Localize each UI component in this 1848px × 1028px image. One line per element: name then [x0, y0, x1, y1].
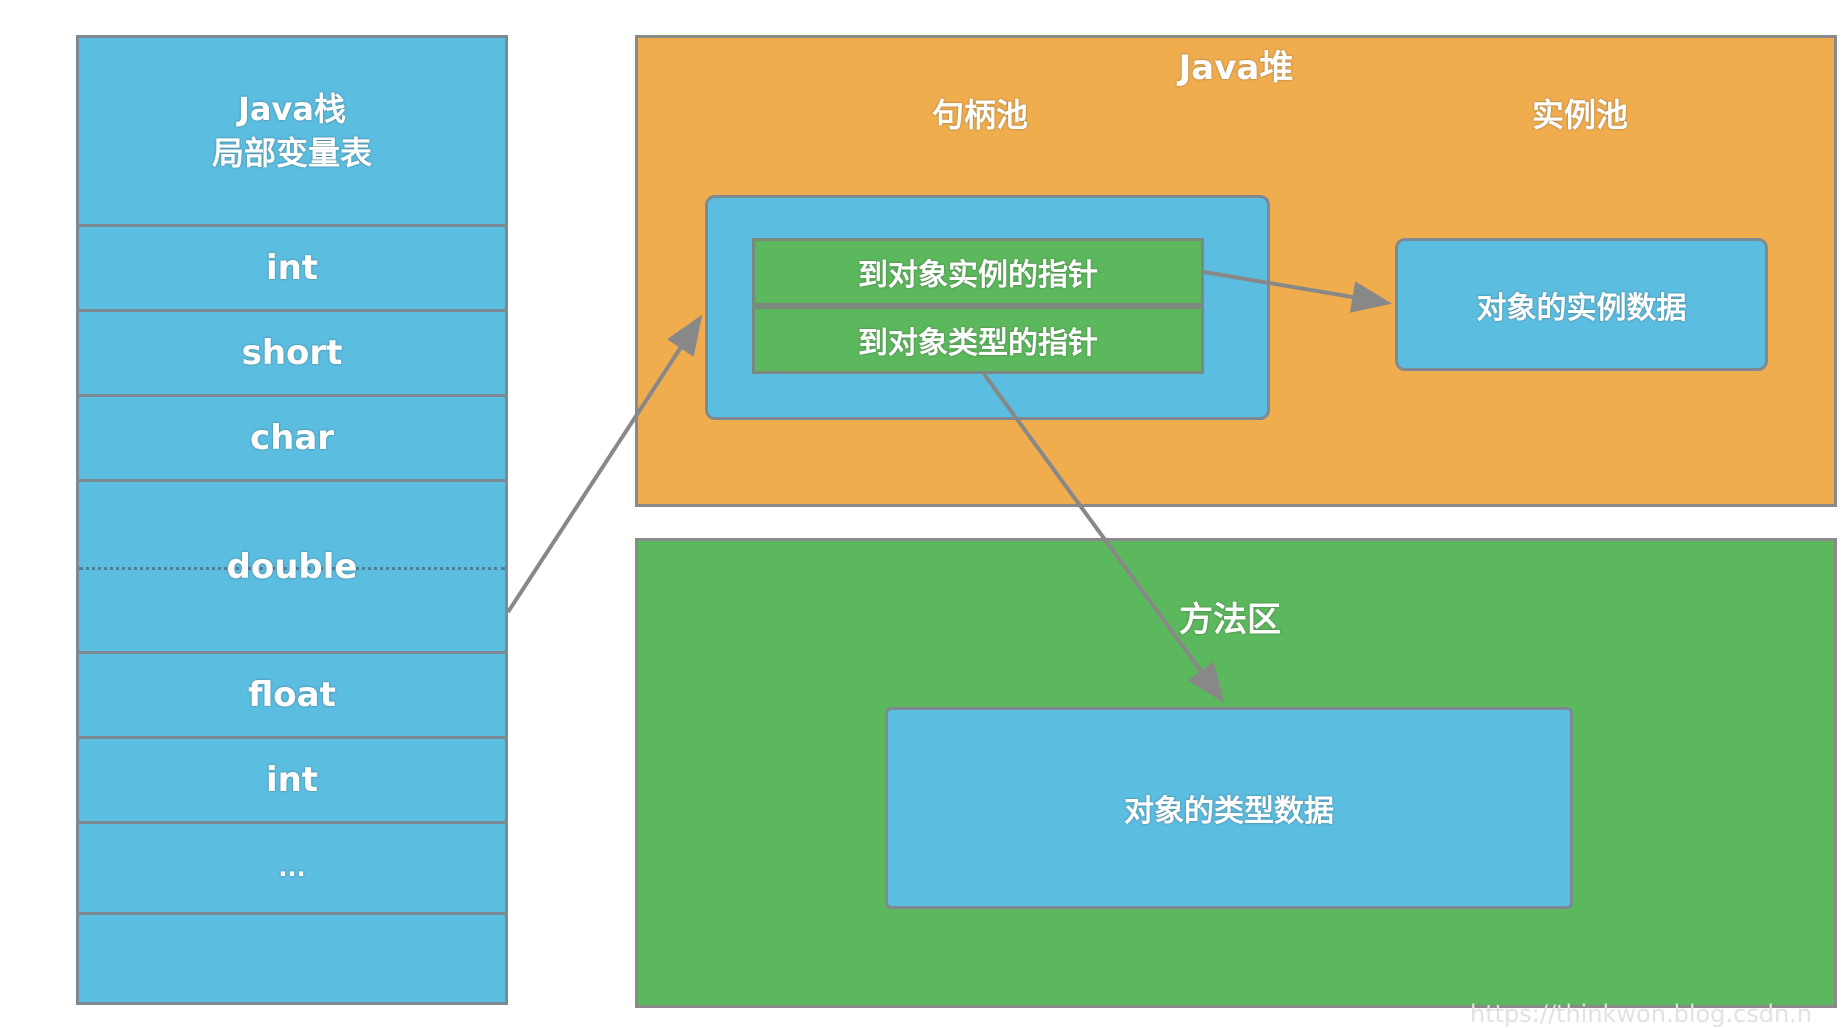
stack-header: Java栈 局部变量表 [76, 35, 508, 227]
pointer-to-instance: 到对象实例的指针 [752, 238, 1204, 306]
instance-pool-title: 实例池 [1531, 96, 1628, 134]
stack-cell-label: int [265, 760, 319, 800]
stack-cell-label: ... [278, 854, 306, 882]
arrow-instance-pointer-to-data [1203, 270, 1392, 313]
type-data-box: 对象的类型数据 [885, 707, 1573, 909]
arrow-stack-to-handle [506, 314, 703, 614]
stack-cell-label: short [241, 333, 343, 373]
stack-cell-label: double [226, 546, 358, 587]
local-variable-table-title: 局部变量表 [211, 134, 372, 172]
stack-cell: int [76, 224, 508, 312]
stack-title: Java栈 [238, 90, 346, 128]
stack-cell-double: double [76, 479, 508, 654]
slot-divider [79, 566, 505, 570]
watermark: https://thinkwon.blog.csdn.n [1470, 1000, 1813, 1028]
stack-cell-label: char [249, 418, 335, 458]
stack-cell-label: int [265, 248, 319, 288]
pointer-to-type: 到对象类型的指针 [752, 306, 1204, 374]
java-heap-title: Java堆 [1178, 48, 1294, 88]
stack-cell: float [76, 651, 508, 739]
instance-data-box: 对象的实例数据 [1395, 238, 1768, 371]
stack-cell [76, 912, 508, 1005]
method-area-title: 方法区 [1179, 600, 1281, 640]
arrow-type-pointer-to-method-area [982, 372, 1225, 704]
stack-cell: int [76, 736, 508, 824]
stack-cell-label: float [248, 675, 336, 715]
handle-pool-title: 句柄池 [931, 96, 1028, 134]
java-stack: Java栈 局部变量表 int short char double float … [76, 35, 508, 1005]
stack-cell: ... [76, 821, 508, 915]
